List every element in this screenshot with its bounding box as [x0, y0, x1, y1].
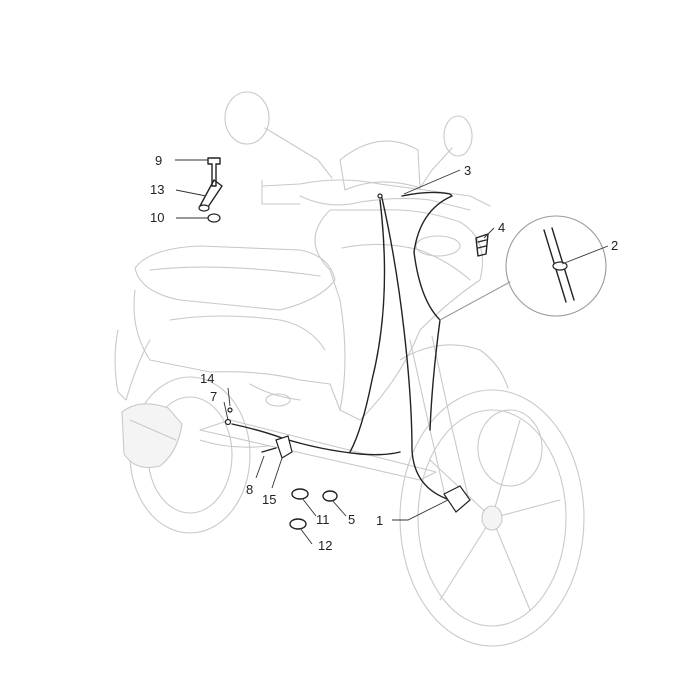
- callout-8: 8: [246, 482, 253, 497]
- leader-5: [331, 499, 347, 517]
- leader-13: [175, 189, 207, 197]
- cable-clip: [475, 233, 489, 257]
- clamp-screw: [261, 447, 277, 453]
- brake-disc: [477, 409, 543, 487]
- leader-11: [301, 497, 317, 517]
- cable-clamp: [275, 435, 293, 459]
- detail-pointer: [439, 281, 511, 321]
- floorboard-vent: [249, 383, 301, 401]
- leader-12: [299, 527, 313, 545]
- leader-lines: [175, 159, 609, 545]
- callout-4: 4: [498, 220, 505, 235]
- floorboard: [199, 419, 437, 481]
- right-mirror-stem: [419, 147, 453, 189]
- callout-12: 12: [318, 538, 332, 553]
- nut: [207, 213, 221, 223]
- leader-7: [223, 401, 229, 421]
- callout-10: 10: [150, 210, 164, 225]
- front-wheel-tyre: [399, 389, 585, 647]
- left-grip: [261, 179, 301, 205]
- vent-grille: [265, 393, 291, 407]
- front-fender: [399, 344, 509, 389]
- cable-top-end: [377, 193, 383, 199]
- leader-1: [392, 499, 449, 521]
- windscreen: [339, 140, 421, 191]
- o-ring-12: [289, 518, 307, 530]
- seat: [134, 245, 336, 311]
- cable-screw-7: [224, 418, 232, 426]
- front-hub: [481, 505, 503, 531]
- left-mirror: [224, 91, 270, 145]
- callout-3: 3: [464, 163, 471, 178]
- front-wheel-spokes: [429, 419, 561, 611]
- brake-cable-front: [381, 197, 451, 501]
- brake-cable-inner: [349, 199, 386, 453]
- leader-14: [227, 387, 231, 407]
- bracket-eye: [198, 204, 210, 212]
- seat-seam: [149, 266, 321, 277]
- bolt: [207, 157, 221, 187]
- leg-shield: [314, 209, 484, 421]
- callout-13: 13: [150, 182, 164, 197]
- side-panel-line: [169, 315, 326, 351]
- front-fork-right: [431, 335, 469, 497]
- front-emblem: [415, 235, 461, 257]
- callout-9: 9: [155, 153, 162, 168]
- callout-15: 15: [262, 492, 276, 507]
- leader-8: [255, 455, 265, 479]
- callout-1: 1: [376, 513, 383, 528]
- swingarm: [199, 439, 271, 448]
- leader-2: [561, 245, 609, 265]
- callout-2: 2: [611, 238, 618, 253]
- cable-screw-14: [227, 407, 233, 413]
- leader-4: [483, 227, 495, 239]
- rear-fender: [114, 329, 151, 401]
- clip-ridges: [477, 239, 487, 249]
- detail-bubble: [505, 215, 607, 317]
- rear-brake-cable: [231, 423, 401, 456]
- o-ring-5: [322, 490, 338, 502]
- callout-11: 11: [316, 512, 330, 527]
- o-ring-11: [291, 488, 309, 500]
- callout-7: 7: [210, 389, 217, 404]
- callout-labels: 9 13 10 3 4 2 14 7 8 15 11 5 12 1: [150, 153, 618, 553]
- leader-3: [403, 169, 461, 195]
- front-wheel-rim: [417, 409, 567, 627]
- detail-grommet: [552, 261, 568, 271]
- exhaust-line: [129, 419, 177, 441]
- brake-caliper-end: [443, 485, 471, 513]
- throttle-cable: [401, 191, 453, 431]
- handlebar: [261, 179, 491, 207]
- callout-5: 5: [348, 512, 355, 527]
- scooter-outline: [114, 91, 585, 647]
- handlebar-cover: [299, 195, 471, 211]
- side-panel: [133, 289, 341, 411]
- shield-line: [341, 243, 471, 281]
- exhaust: [121, 403, 183, 469]
- left-mirror-stem: [264, 127, 333, 179]
- leader-15: [271, 457, 283, 489]
- right-mirror: [443, 115, 473, 157]
- callout-14: 14: [200, 371, 214, 386]
- highlighted-parts: [198, 157, 607, 530]
